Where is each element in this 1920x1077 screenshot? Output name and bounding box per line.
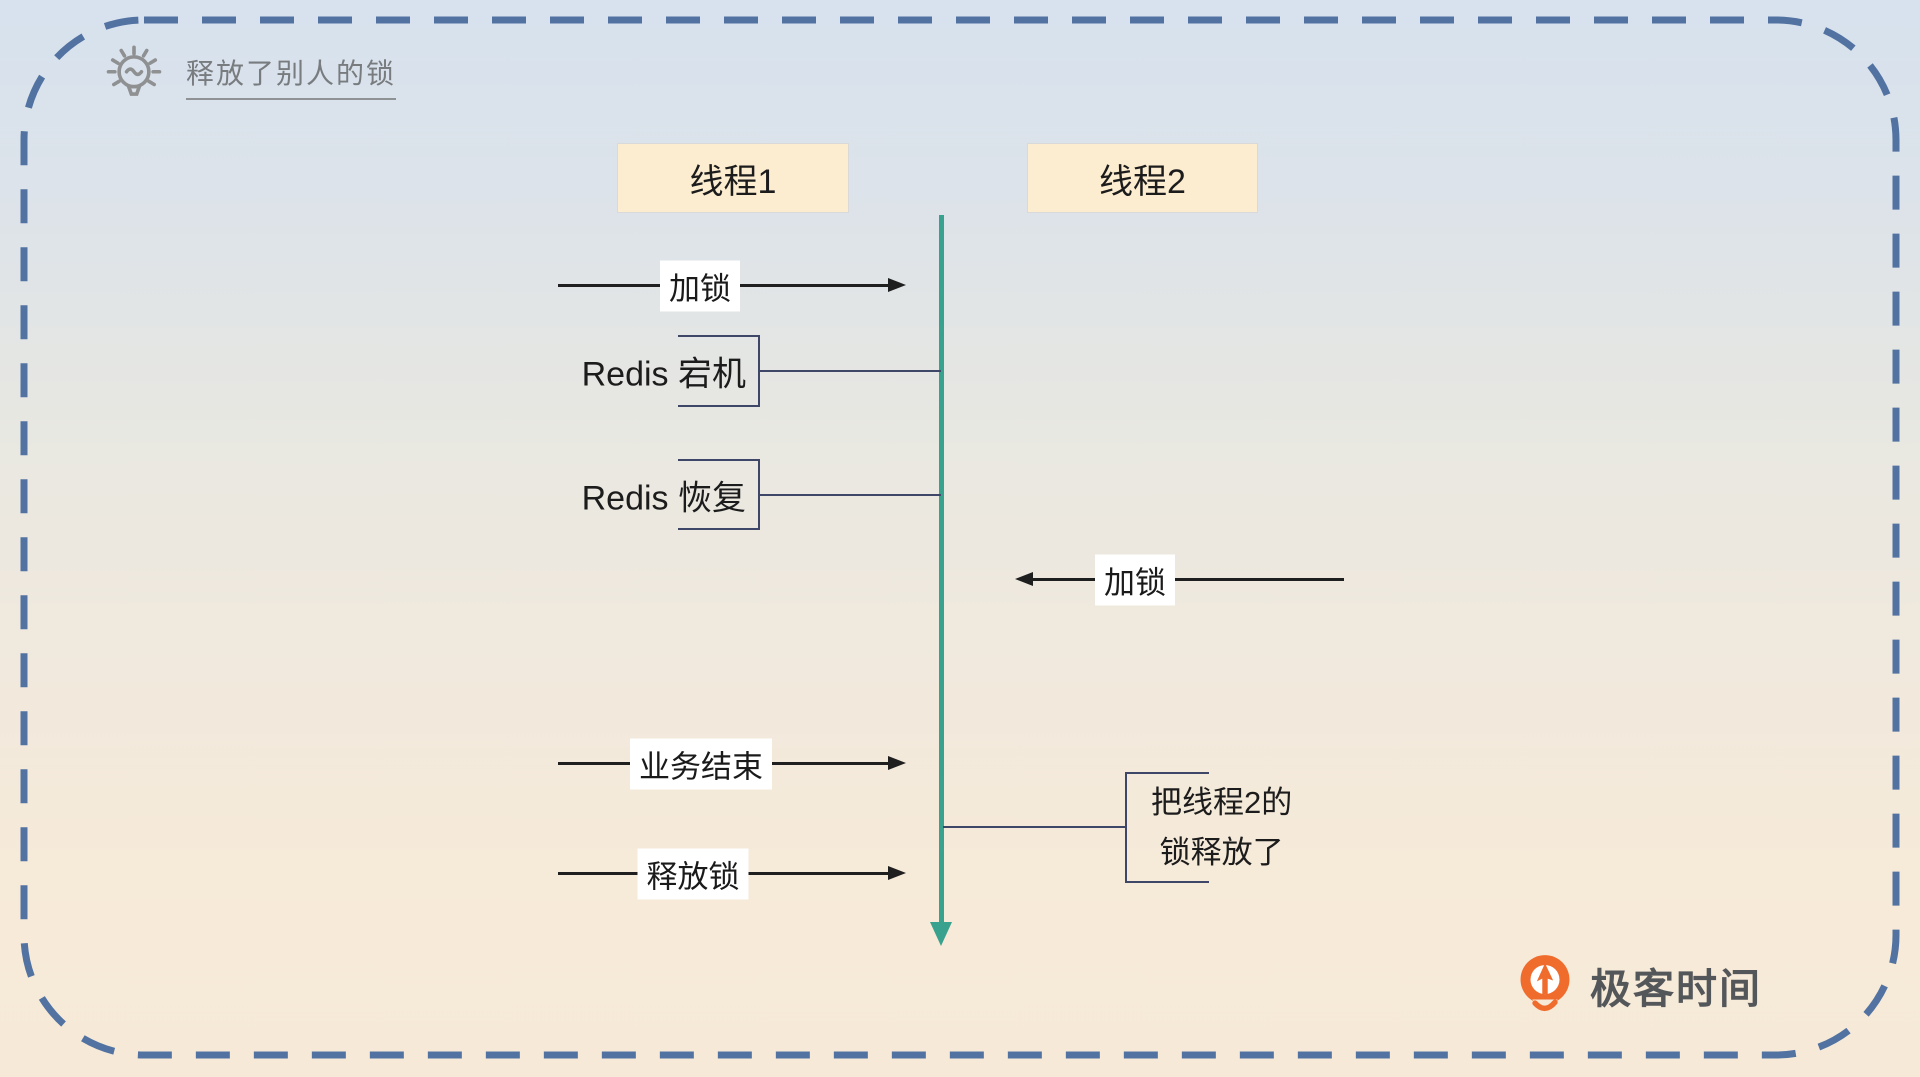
release-lock-label: 释放锁 [637,848,749,900]
thread1-lock-label: 加锁 [660,260,740,312]
thread2-label: 线程2 [1099,162,1186,201]
timeline-arrowhead-icon [930,922,952,946]
thread1-box: 线程1 [617,143,849,213]
redis-recover-label: Redis 恢复 [581,479,746,517]
thread2-lock-label: 加锁 [1095,554,1175,606]
release-lock-arrowhead-icon [888,866,906,880]
brand-name: 极客时间 [1590,966,1762,1012]
thread2-lock-arrow-line [1033,578,1344,581]
redis-recover-bracket: Redis 恢复 [582,459,760,530]
business-end-arrowhead-icon [888,756,906,770]
redis-down-label: Redis 宕机 [581,355,746,394]
brand-logo: 极客时间 [1516,951,1762,1019]
thread1-lock-arrowhead-icon [888,278,906,292]
thread1-label: 线程1 [689,162,777,201]
redis-down-connector-line [760,370,941,372]
thread2-box: 线程2 [1027,143,1258,213]
business-end-label: 业务结束 [630,738,772,790]
page-title: 释放了别人的锁 [186,52,397,100]
thread2-lock-arrowhead-icon [1015,572,1033,586]
header: 释放了别人的锁 [100,42,397,110]
note-bracket: 把线程2的 锁释放了 [1125,772,1292,883]
note-line2: 锁释放了 [1159,834,1284,870]
redis-recover-connector-line [760,494,941,496]
geektime-logo-icon [1520,955,1570,1012]
note-line1: 把线程2的 [1151,784,1293,820]
note-label: 把线程2的 锁释放了 [1151,777,1292,877]
redis-down-bracket: Redis 宕机 [582,335,760,407]
note-connector-line [943,826,1125,828]
timeline-line [939,215,944,923]
lightbulb-icon [106,45,162,96]
